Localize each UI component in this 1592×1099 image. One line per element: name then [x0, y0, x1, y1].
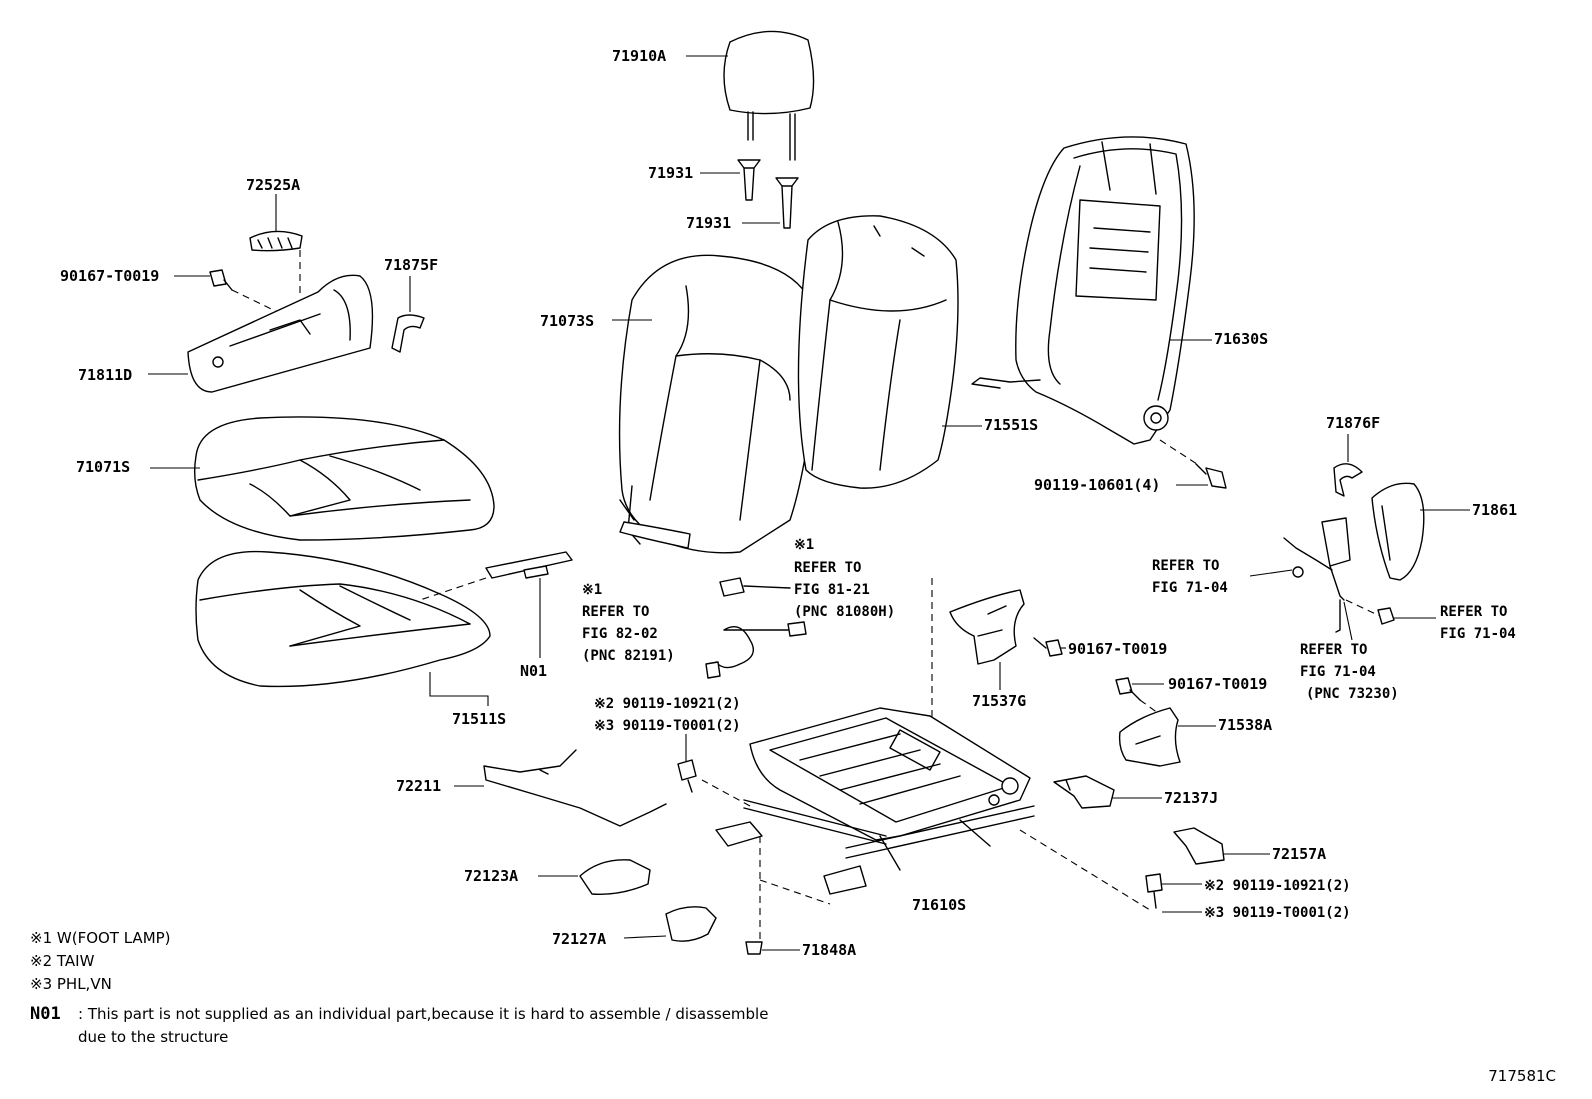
label-71875F: 71875F [384, 256, 438, 274]
ref-fig-81-21[interactable]: ※1 REFER TO FIG 81-21 (PNC 81080H) [794, 537, 895, 620]
ref-fig-71-04-a[interactable]: REFER TO FIG 71-04 [1152, 558, 1228, 596]
svg-text:FIG 81-21: FIG 81-21 [794, 582, 870, 598]
label-71610S: 71610S [912, 896, 966, 914]
side-shield-71811D[interactable] [187, 274, 374, 393]
cover-71875F[interactable] [391, 314, 425, 353]
cover-72123A[interactable] [579, 859, 651, 895]
ref-fig-71-04-b[interactable]: REFER TO FIG 71-04 (PNC 73230) [1300, 642, 1399, 702]
label-72137J: 72137J [1164, 789, 1218, 807]
label-71538A: 71538A [1218, 716, 1272, 734]
label-90119-10921-right: ※2 90119-10921(2) [1204, 878, 1351, 894]
cover-71861[interactable] [1371, 482, 1425, 581]
svg-text:REFER TO: REFER TO [1440, 604, 1507, 620]
svg-text:※1: ※1 [794, 537, 814, 553]
note-n01-text: : This part is not supplied as an indivi… [78, 1005, 769, 1023]
label-71551S: 71551S [984, 416, 1038, 434]
bracket-71537G[interactable] [949, 589, 1025, 665]
label-90167-T0019-c: 90167-T0019 [1168, 675, 1267, 693]
label-71071S: 71071S [76, 458, 130, 476]
label-71931-b: 71931 [686, 214, 731, 232]
bolt-90119-right[interactable] [1145, 873, 1163, 909]
note-2: ※2 TAIW [30, 952, 95, 970]
seat-adjuster-71610S[interactable] [715, 707, 1035, 895]
label-71537G: 71537G [972, 692, 1026, 710]
wire-harness-82-02[interactable] [705, 621, 807, 679]
label-72123A: 72123A [464, 867, 518, 885]
screw-90167-T0019-c[interactable] [1115, 677, 1141, 701]
label-90119-T0001-left: ※3 90119-T0001(2) [594, 718, 741, 734]
svg-text:(PNC 73230): (PNC 73230) [1306, 686, 1399, 702]
label-N01: N01 [520, 662, 547, 680]
cover-72157A[interactable] [1173, 827, 1225, 865]
svg-text:(PNC 81080H): (PNC 81080H) [794, 604, 895, 620]
svg-text:REFER TO: REFER TO [1152, 558, 1219, 574]
svg-text:REFER TO: REFER TO [582, 604, 649, 620]
label-71848A: 71848A [802, 941, 856, 959]
label-71931-a: 71931 [648, 164, 693, 182]
label-90119-10921-left: ※2 90119-10921(2) [594, 696, 741, 712]
label-71511S: 71511S [452, 710, 506, 728]
label-90119-T0001-right: ※3 90119-T0001(2) [1204, 905, 1351, 921]
note-1: ※1 W(FOOT LAMP) [30, 929, 171, 947]
screw-90167-T0019-b[interactable] [1033, 637, 1063, 657]
svg-text:(PNC 82191): (PNC 82191) [582, 648, 675, 664]
ref-fig-82-02[interactable]: ※1 REFER TO FIG 82-02 (PNC 82191) [582, 582, 675, 664]
svg-text:REFER TO: REFER TO [794, 560, 861, 576]
label-72525A: 72525A [246, 176, 300, 194]
note-n01: N01 : This part is not supplied as an in… [30, 1003, 850, 1046]
headrest-71910A[interactable] [723, 30, 815, 161]
svg-text:FIG 71-04: FIG 71-04 [1152, 580, 1228, 596]
bolt-90119-10601[interactable] [1195, 463, 1227, 489]
seat-part-N01[interactable] [485, 551, 573, 579]
cap-71848A[interactable] [745, 941, 763, 955]
svg-text:FIG 71-04: FIG 71-04 [1300, 664, 1376, 680]
label-72127A: 72127A [552, 930, 606, 948]
cover-71876F[interactable] [1333, 463, 1363, 497]
note-n01-code: N01 [30, 1004, 61, 1024]
label-90167-T0019-a: 90167-T0019 [60, 267, 159, 285]
footnotes: ※1 W(FOOT LAMP) ※2 TAIW ※3 PHL,VN N01 : … [30, 927, 768, 1046]
screw-90167-T0019-a[interactable] [209, 269, 233, 291]
svg-text:REFER TO: REFER TO [1300, 642, 1367, 658]
headrest-support-71931-left[interactable] [737, 159, 761, 201]
label-71861: 71861 [1472, 501, 1517, 519]
note-n01-text-2: due to the structure [78, 1028, 229, 1046]
label-90167-T0019-b: 90167-T0019 [1068, 640, 1167, 658]
note-3: ※3 PHL,VN [30, 975, 112, 993]
svg-text:FIG 71-04: FIG 71-04 [1440, 626, 1516, 642]
seatback-frame-71630S[interactable] [971, 136, 1195, 445]
label-71876F: 71876F [1326, 414, 1380, 432]
cover-72127A[interactable] [665, 906, 717, 942]
nut-ref-71-04[interactable] [1377, 607, 1395, 625]
seatback-cover-71073S[interactable] [618, 254, 816, 554]
seatback-pad-71551S[interactable] [797, 215, 959, 489]
label-72211: 72211 [396, 777, 441, 795]
label-71811D: 71811D [78, 366, 132, 384]
seatbelt-buckle[interactable] [1283, 517, 1351, 633]
knob-72525A[interactable] [249, 230, 303, 252]
connector-81-21[interactable] [719, 577, 791, 597]
label-71630S: 71630S [1214, 330, 1268, 348]
seat-cushion-cover-71071S[interactable] [193, 416, 495, 541]
svg-text:FIG 82-02: FIG 82-02 [582, 626, 658, 642]
svg-text:※1: ※1 [582, 582, 602, 598]
ref-fig-71-04-c[interactable]: REFER TO FIG 71-04 [1440, 604, 1516, 642]
bolt-90119-left[interactable] [677, 759, 697, 793]
wire-72211[interactable] [483, 749, 667, 827]
bracket-72137J[interactable] [1053, 775, 1115, 809]
bracket-71538A[interactable] [1118, 707, 1181, 767]
label-90119-10601: 90119-10601(4) [1034, 476, 1160, 494]
label-71073S: 71073S [540, 312, 594, 330]
seat-pad-71511S[interactable] [195, 550, 491, 688]
label-71910A: 71910A [612, 47, 666, 65]
headrest-support-71931-right[interactable] [775, 177, 799, 229]
label-72157A: 72157A [1272, 845, 1326, 863]
figure-number: 717581C [1488, 1067, 1556, 1085]
